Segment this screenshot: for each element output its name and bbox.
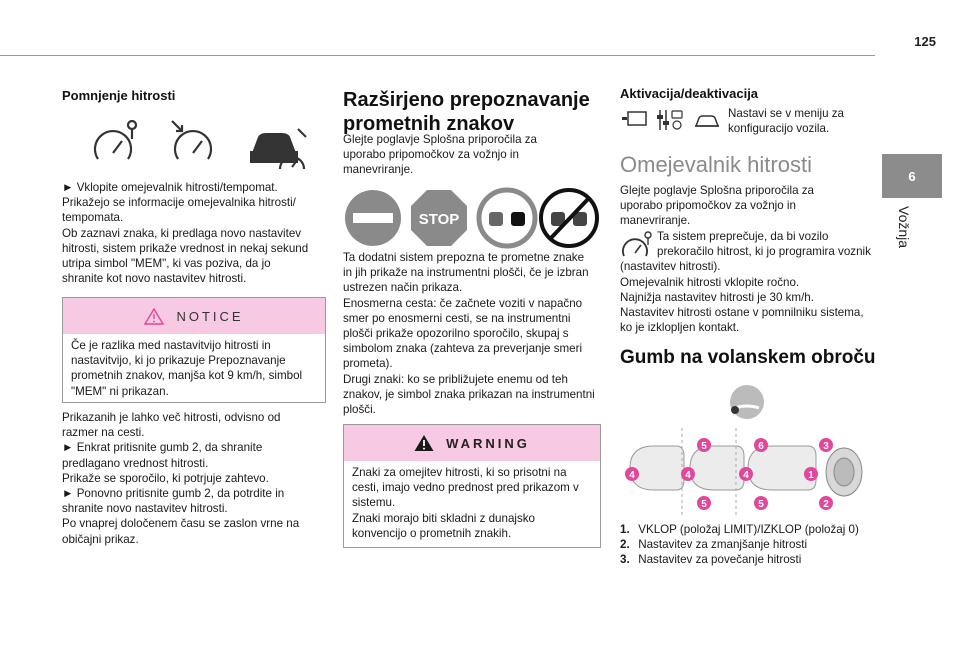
rotary-knob xyxy=(825,447,863,497)
svg-text:4: 4 xyxy=(685,470,691,481)
callout-6: 6 xyxy=(754,438,768,452)
vehicle-icon xyxy=(694,115,720,127)
callout-1: 1 xyxy=(804,467,818,481)
speed-limiter-gauge-icon xyxy=(622,231,652,257)
memory-gauge-icon xyxy=(171,120,213,160)
callout-4-c: 4 xyxy=(739,467,753,481)
notice-title: NOTICE xyxy=(176,308,244,324)
control-stalk-left xyxy=(629,445,685,491)
no-overtaking-sign-icon xyxy=(476,187,538,249)
controls-list: 1. VKLOP (položaj LIMIT)/IZKLOP (položaj… xyxy=(620,522,880,568)
notice-triangle-icon xyxy=(144,307,165,325)
svg-text:6: 6 xyxy=(758,441,764,452)
settings-sliders-icon xyxy=(657,110,683,130)
section-heading-activation: Aktivacija/deaktivacija xyxy=(620,86,759,101)
callout-5-bottom-b: 5 xyxy=(754,496,768,510)
svg-text:1: 1 xyxy=(808,470,814,481)
svg-text:5: 5 xyxy=(701,441,707,452)
traffic-signs: STOP xyxy=(345,187,599,249)
warning-header: WARNING xyxy=(344,425,600,461)
callout-4-a: 4 xyxy=(625,467,639,481)
speed-limiter-icons xyxy=(93,119,307,170)
list-item: 3. Nastavitev za povečanje hitrosti xyxy=(620,553,802,567)
traffic-sign-paragraph: Ta dodatni sistem prepozna te prometne z… xyxy=(343,251,595,417)
warning-box: WARNING Znaki za omejitev hitrosti, ki s… xyxy=(343,424,601,548)
svg-text:STOP: STOP xyxy=(419,211,460,228)
stop-sign-icon: STOP xyxy=(411,190,467,246)
activation-icons xyxy=(622,110,720,130)
touchscreen-icon xyxy=(622,111,647,126)
speed-limiter-intro: Glejte poglavje Splošna priporočila za u… xyxy=(620,184,814,228)
svg-text:5: 5 xyxy=(758,499,764,510)
memory-steps-paragraph: Prikazanih je lahko več hitrosti, odvisn… xyxy=(62,411,300,546)
car-gauge-icon xyxy=(250,128,307,170)
section-title-speed-limiter: Omejevalnik hitrosti xyxy=(620,152,812,177)
end-no-overtaking-sign-icon xyxy=(539,188,599,248)
svg-text:3: 3 xyxy=(823,441,829,452)
header-rule xyxy=(0,55,875,56)
steering-wheel-icon xyxy=(730,385,764,419)
warning-title: WARNING xyxy=(446,435,530,451)
chapter-tab: 6 xyxy=(882,154,942,198)
list-item: 2. Nastavitev za zmanjšanje hitrosti xyxy=(620,538,808,552)
notice-header: NOTICE xyxy=(63,298,325,334)
no-entry-sign-icon xyxy=(345,190,401,246)
warning-text: Znaki za omejitev hitrosti, ki so prisot… xyxy=(352,466,579,540)
notice-box: NOTICE Če je razlika med nastavitvijo hi… xyxy=(62,297,326,403)
svg-text:2: 2 xyxy=(823,499,829,510)
control-stalk-right xyxy=(747,445,817,491)
section-heading-steering-control: Gumb na volanskem obroču xyxy=(620,347,876,368)
callout-4-b: 4 xyxy=(681,467,695,481)
callout-5-bottom-a: 5 xyxy=(697,496,711,510)
traffic-sign-intro: Glejte poglavje Splošna priporočila za u… xyxy=(343,133,537,177)
warning-triangle-icon xyxy=(414,435,434,451)
section-heading-speed-memory: Pomnjenje hitrosti xyxy=(62,88,176,103)
speed-limiter-description: Ta sistem preprečuje, da bi vozilo preko… xyxy=(620,230,871,335)
svg-text:4: 4 xyxy=(629,470,635,481)
limiter-gauge-icon xyxy=(93,119,138,160)
steering-controls-diagram: 5 6 3 4 4 4 1 5 5 2 xyxy=(625,428,863,518)
speed-memory-paragraph: ► Vklopite omejevalnik hitrosti/tempomat… xyxy=(62,181,309,286)
page-number: 125 xyxy=(914,34,936,49)
svg-text:5: 5 xyxy=(701,499,707,510)
svg-text:4: 4 xyxy=(743,470,749,481)
list-item: 1. VKLOP (položaj LIMIT)/IZKLOP (položaj… xyxy=(620,523,859,536)
callout-2: 2 xyxy=(819,496,833,510)
chapter-label: Vožnja xyxy=(896,206,912,249)
activation-text: Nastavi se v meniju za konfiguracijo voz… xyxy=(728,107,844,136)
notice-text: Če je razlika med nastavitvijo hitrosti … xyxy=(71,339,303,398)
section-heading-traffic-sign: Razširjeno prepoznavanje prometnih znako… xyxy=(343,89,590,135)
callout-3: 3 xyxy=(819,438,833,452)
callout-5-top: 5 xyxy=(697,438,711,452)
